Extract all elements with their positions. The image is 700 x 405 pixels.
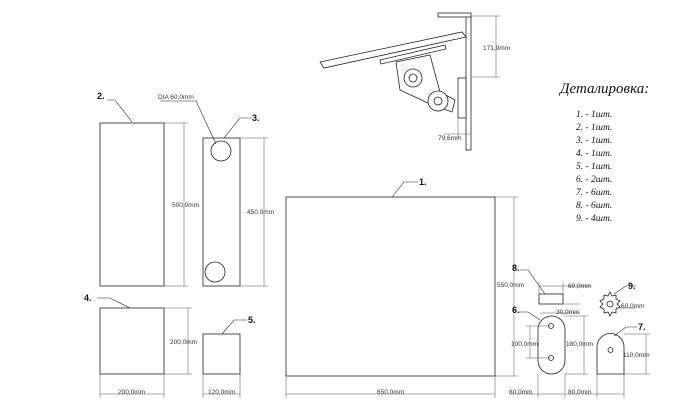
- part-7-hole: [607, 347, 614, 353]
- part-8-block: [538, 293, 564, 305]
- parts-item: 1. - 1шт.: [576, 110, 612, 120]
- part-6-width-dim: 80,0mm: [509, 389, 532, 396]
- part-9-hole: [606, 300, 614, 308]
- part-1: 1. 550,0mm 650,0mm: [285, 177, 524, 398]
- parts-item: 2. - 1шт.: [576, 123, 612, 133]
- part-6-height-dim: 180,0mm: [566, 341, 593, 348]
- parts-item: 3. - 1шт.: [575, 136, 612, 146]
- parts-item: 6. - 2шт.: [576, 175, 612, 185]
- part-8-label: 8.: [512, 263, 520, 273]
- parts-item: 4. - 1шт.: [576, 149, 612, 159]
- assembly-upright: [465, 15, 472, 151]
- part-4-width-dim: 200,0mm: [118, 389, 145, 396]
- part-6-hole-spacing-dim: 100,0mm: [511, 341, 538, 348]
- part-3-height-dim: 450,0mm: [247, 209, 274, 216]
- part-2-panel: [99, 122, 165, 287]
- assembly-roller-lower-hub: [433, 96, 443, 106]
- part-8-width-dim: 60,0mm: [568, 283, 591, 290]
- part-3-dia-dim: DIA 60,0mm: [158, 94, 194, 101]
- part-2-label: 2.: [97, 91, 105, 101]
- part-1-panel: [285, 196, 496, 377]
- part-8: 8. 60,0mm 30,0mm: [512, 263, 591, 316]
- part-5-width-dim: 120,0mm: [208, 389, 235, 396]
- part-1-height-dim: 550,0mm: [497, 282, 524, 289]
- part-5-panel: [202, 333, 241, 375]
- assembly-roller-upper-hub: [408, 73, 418, 83]
- part-4-height-dim: 200,0mm: [170, 339, 197, 346]
- part-4-label: 4.: [84, 293, 92, 303]
- part-5-label: 5.: [248, 315, 256, 325]
- part-1-label: 1.: [419, 177, 427, 187]
- part-8-height-dim: 30,0mm: [556, 309, 579, 316]
- assembly-height-dim: 171,9mm: [483, 45, 510, 52]
- parts-item: 8. - 6шт.: [576, 201, 612, 211]
- part-3-label: 3.: [252, 113, 260, 123]
- assembly-mount: [457, 77, 467, 119]
- parts-list: Деталировка: 1. - 1шт. 2. - 1шт. 3. - 1ш…: [558, 81, 649, 224]
- part-2: 2. 500,0mm: [97, 91, 199, 287]
- parts-item: 5. - 1шт.: [576, 162, 612, 172]
- part-9: 9. 60,0mm: [599, 281, 644, 317]
- part-7-label: 7.: [638, 322, 646, 332]
- part-6: 6. 100,0mm 180,0mm 80,0mm: [509, 305, 593, 398]
- part-5: 5. 120,0mm: [202, 315, 256, 398]
- part-3: DIA 60,0mm 3. 450,0mm: [158, 94, 274, 287]
- assembly-view: 171,9mm 79,6mm: [319, 12, 510, 151]
- part-6-label: 6.: [512, 305, 520, 315]
- part-2-height-dim: 500,0mm: [172, 202, 199, 209]
- part-4-panel: [99, 307, 165, 375]
- assembly-top-cap: [437, 12, 472, 18]
- part-7-height-dim: 110,0mm: [623, 352, 650, 359]
- parts-item: 9. - 4шт.: [576, 214, 612, 224]
- part-7: 7. 110,0mm 80,0mm: [566, 322, 650, 398]
- part-1-width-dim: 650,0mm: [377, 389, 404, 396]
- part-3-hole-bottom: [204, 261, 226, 283]
- part-6-plate: [537, 315, 566, 375]
- assembly-board: [319, 31, 467, 69]
- part-7-width-dim: 80,0mm: [568, 389, 591, 396]
- parts-title: Деталировка:: [558, 81, 649, 97]
- part-9-dia-dim: 60,0mm: [621, 303, 644, 310]
- parts-item: 7. - 6шт.: [576, 188, 612, 198]
- part-7-bracket: [596, 333, 625, 375]
- part-4: 4. 200,0mm 200,0mm: [84, 293, 197, 398]
- assembly-board-strip: [379, 44, 447, 65]
- part-9-label: 9.: [628, 281, 636, 291]
- part-3-hole-top: [210, 140, 232, 162]
- assembly-offset-dim: 79,6mm: [438, 135, 461, 142]
- part-3-panel: [202, 137, 241, 287]
